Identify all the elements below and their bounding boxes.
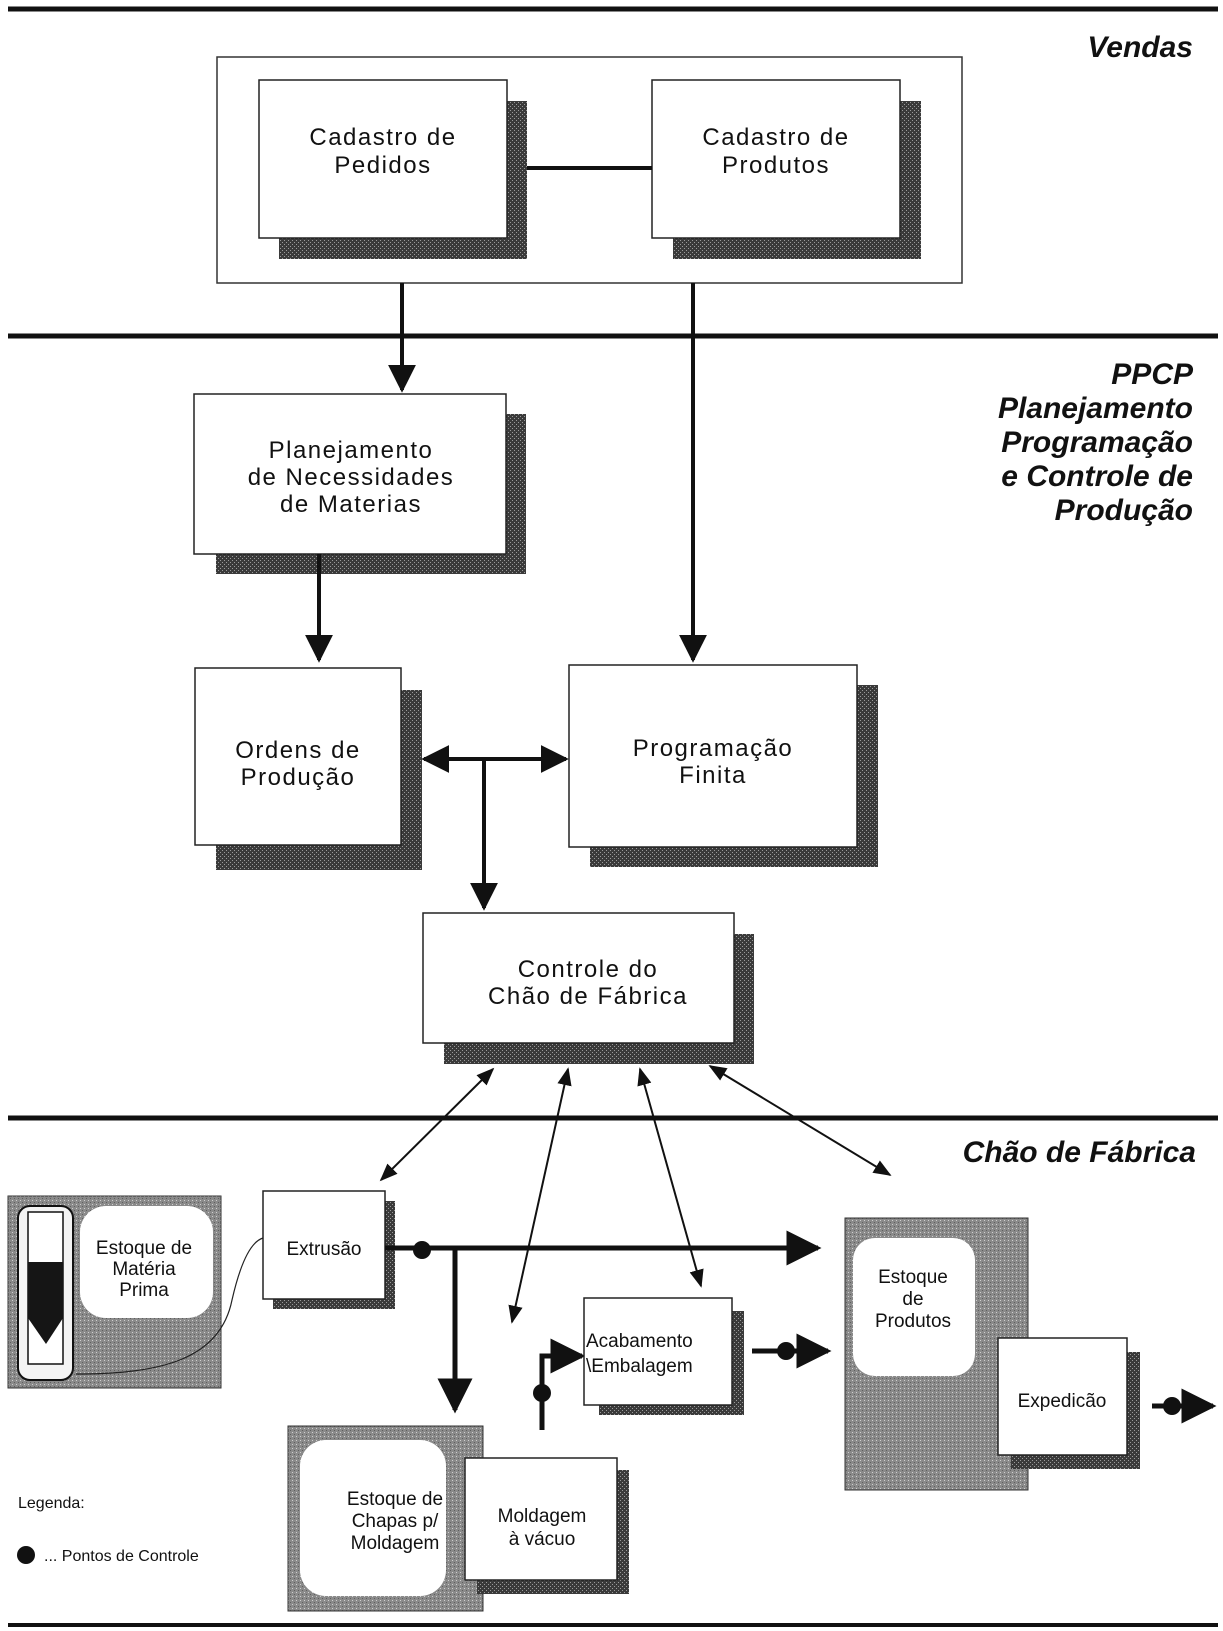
moldagem-line-2: à vácuo <box>509 1529 576 1550</box>
arrow-moldagem-acabamento <box>539 1338 586 1430</box>
legend: Legenda: ... Pontos de Controle <box>17 1495 199 1565</box>
materia-prima-line-2: Matéria <box>112 1259 176 1280</box>
cadastro-produtos-line-2: Produtos <box>722 152 830 179</box>
estoque-chapas-line-3: Moldagem <box>351 1533 440 1554</box>
box-moldagem-vacuo: Moldagem à vácuo <box>464 1457 629 1594</box>
estoque-produtos-line-3: Produtos <box>875 1311 951 1332</box>
ordens-line-2: Produção <box>241 764 356 791</box>
ppcp-line-5: Produção <box>1055 494 1193 527</box>
cadastro-produtos-line-1: Cadastro de <box>702 124 849 151</box>
programacao-line-1: Programação <box>633 735 794 762</box>
box-acabamento-embalagem: Acabamento \Embalagem <box>583 1297 744 1415</box>
cadastro-pedidos-line-1: Cadastro de <box>309 124 456 151</box>
expedicao-label: Expedicão <box>1018 1391 1107 1412</box>
arrow-controle-acabamento <box>637 1067 704 1288</box>
controle-line-2: Chão de Fábrica <box>488 983 688 1010</box>
ordens-line-1: Ordens de <box>235 737 361 764</box>
section-title-chao: Chão de Fábrica <box>963 1136 1196 1169</box>
estoque-produtos-line-1: Estoque <box>878 1267 948 1288</box>
box-cadastro-pedidos: Cadastro de Pedidos <box>258 79 527 259</box>
box-planejamento: Planejamento de Necessidades de Materias <box>193 393 526 574</box>
box-programacao-finita: Programação Finita <box>568 664 878 867</box>
acabamento-line-2: \Embalagem <box>586 1356 693 1377</box>
moldagem-line-1: Moldagem <box>498 1506 587 1527</box>
arrow-controle-estoque-produtos <box>708 1065 892 1176</box>
silo-icon <box>28 1262 63 1344</box>
estoque-produtos-line-2: de <box>902 1289 923 1310</box>
arrow-controle-extrusao <box>379 1067 495 1182</box>
panel-estoque-chapas: Estoque de Chapas p/ Moldagem <box>287 1425 484 1612</box>
box-controle-chao: Controle do Chão de Fábrica <box>422 912 754 1064</box>
controle-line-1: Controle do <box>518 956 659 983</box>
legend-control-point-icon <box>17 1546 35 1564</box>
ppcp-line-1: PPCP <box>1111 358 1194 391</box>
estoque-chapas-line-2: Chapas p/ <box>352 1511 439 1532</box>
ppcp-line-2: Planejamento <box>998 392 1193 425</box>
planejamento-line-1: Planejamento <box>269 437 434 464</box>
materia-prima-line-3: Prima <box>119 1280 169 1301</box>
section-title-vendas: Vendas <box>1087 31 1193 64</box>
box-extrusao: Extrusão <box>262 1190 395 1309</box>
section-title-ppcp: PPCP Planejamento Programação e Controle… <box>998 358 1194 527</box>
box-ordens-producao: Ordens de Produção <box>194 667 422 870</box>
box-expedicao: Expedicão <box>997 1337 1140 1469</box>
planejamento-line-3: de Materias <box>280 491 422 518</box>
estoque-chapas-line-1: Estoque de <box>347 1489 443 1510</box>
panel-estoque-materia-prima: Estoque de Matéria Prima <box>7 1195 222 1389</box>
connector-materia-extrusao <box>75 1237 264 1375</box>
materia-prima-line-1: Estoque de <box>96 1238 192 1259</box>
extrusao-label: Extrusão <box>287 1239 362 1260</box>
ppcp-line-3: Programação <box>1001 426 1193 459</box>
planejamento-line-2: de Necessidades <box>248 464 455 491</box>
cadastro-pedidos-line-2: Pedidos <box>334 152 431 179</box>
legend-title: Legenda: <box>18 1495 85 1512</box>
ppcp-line-4: e Controle de <box>1001 460 1193 493</box>
programacao-line-2: Finita <box>679 762 747 789</box>
arrow-controle-moldagem <box>508 1067 572 1324</box>
box-cadastro-produtos: Cadastro de Produtos <box>651 79 921 259</box>
acabamento-line-1: Acabamento <box>586 1331 693 1352</box>
legend-item: ... Pontos de Controle <box>44 1548 199 1565</box>
